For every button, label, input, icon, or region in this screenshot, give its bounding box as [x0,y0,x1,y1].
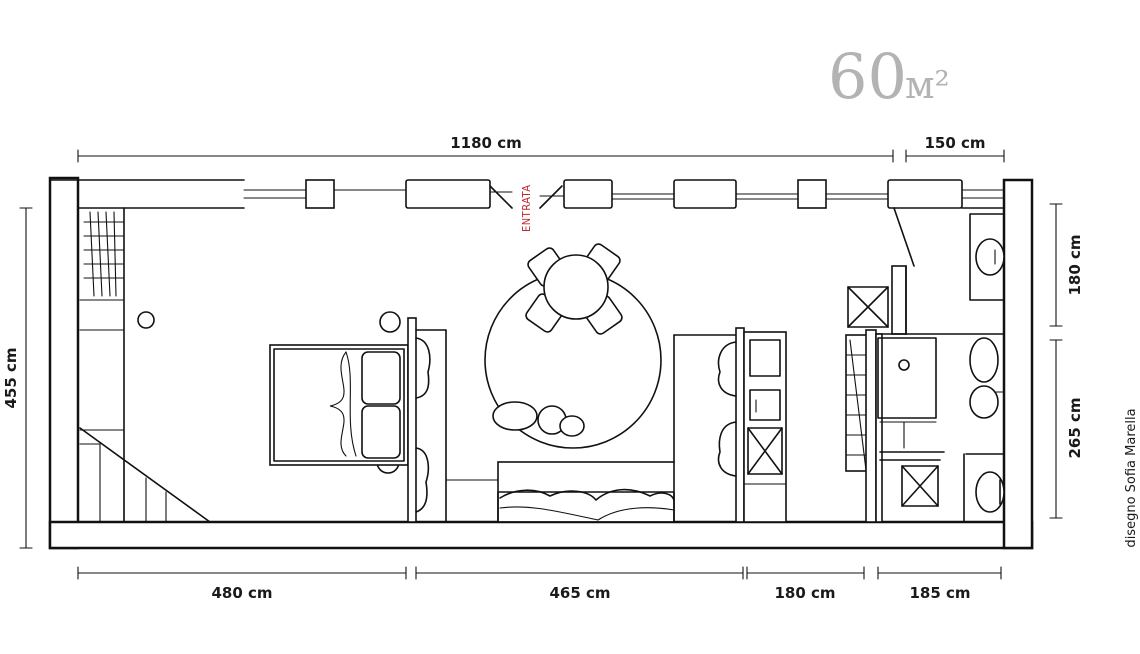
partition-living-kitchen [673,327,745,523]
area-label: 60 м² [828,40,950,113]
dimension-label-180-right: 180 cm [1066,234,1084,295]
wall-pillars [305,179,963,209]
outer-walls [48,176,1034,550]
right-dimension-upper: 180 cm [1049,203,1084,327]
area-number: 60 [828,40,907,113]
double-bed [269,344,409,466]
bottom-dimensions: 480 cm 465 cm 180 cm 185 cm [77,566,1002,602]
dimension-label-465: 465 cm [549,584,610,602]
living-armchair [492,401,585,437]
bathroom [875,213,1005,523]
dining-table [525,243,623,335]
right-dimension-lower: 265 cm [1049,339,1084,519]
dimension-label-265: 265 cm [1066,397,1084,458]
partition-bedroom-living [407,317,499,523]
entrance-label: ENTRATA [520,185,533,233]
stairs [79,427,211,523]
dimension-label-180-bottom: 180 cm [774,584,835,602]
top-dimension-overall: 1180 cm [77,134,894,163]
top-dimension-bath: 150 cm [905,134,1005,163]
credit-label: disegno Sofia Marella [1124,408,1139,547]
top-window-band [243,189,1005,209]
sofa [497,461,675,523]
dimension-label-455: 455 cm [2,347,20,408]
area-unit: м² [905,63,950,107]
dimension-label-150: 150 cm [924,134,985,152]
dimension-label-480: 480 cm [211,584,272,602]
entrance-door [489,185,563,209]
kitchen-units [743,331,787,523]
dimension-label-185: 185 cm [909,584,970,602]
wardrobe [79,207,125,523]
left-dimension: 455 cm [2,207,33,549]
kitchen-bath-wall [847,207,915,335]
kitchen-back-wall [785,329,877,523]
dimension-label-1180: 1180 cm [450,134,522,152]
